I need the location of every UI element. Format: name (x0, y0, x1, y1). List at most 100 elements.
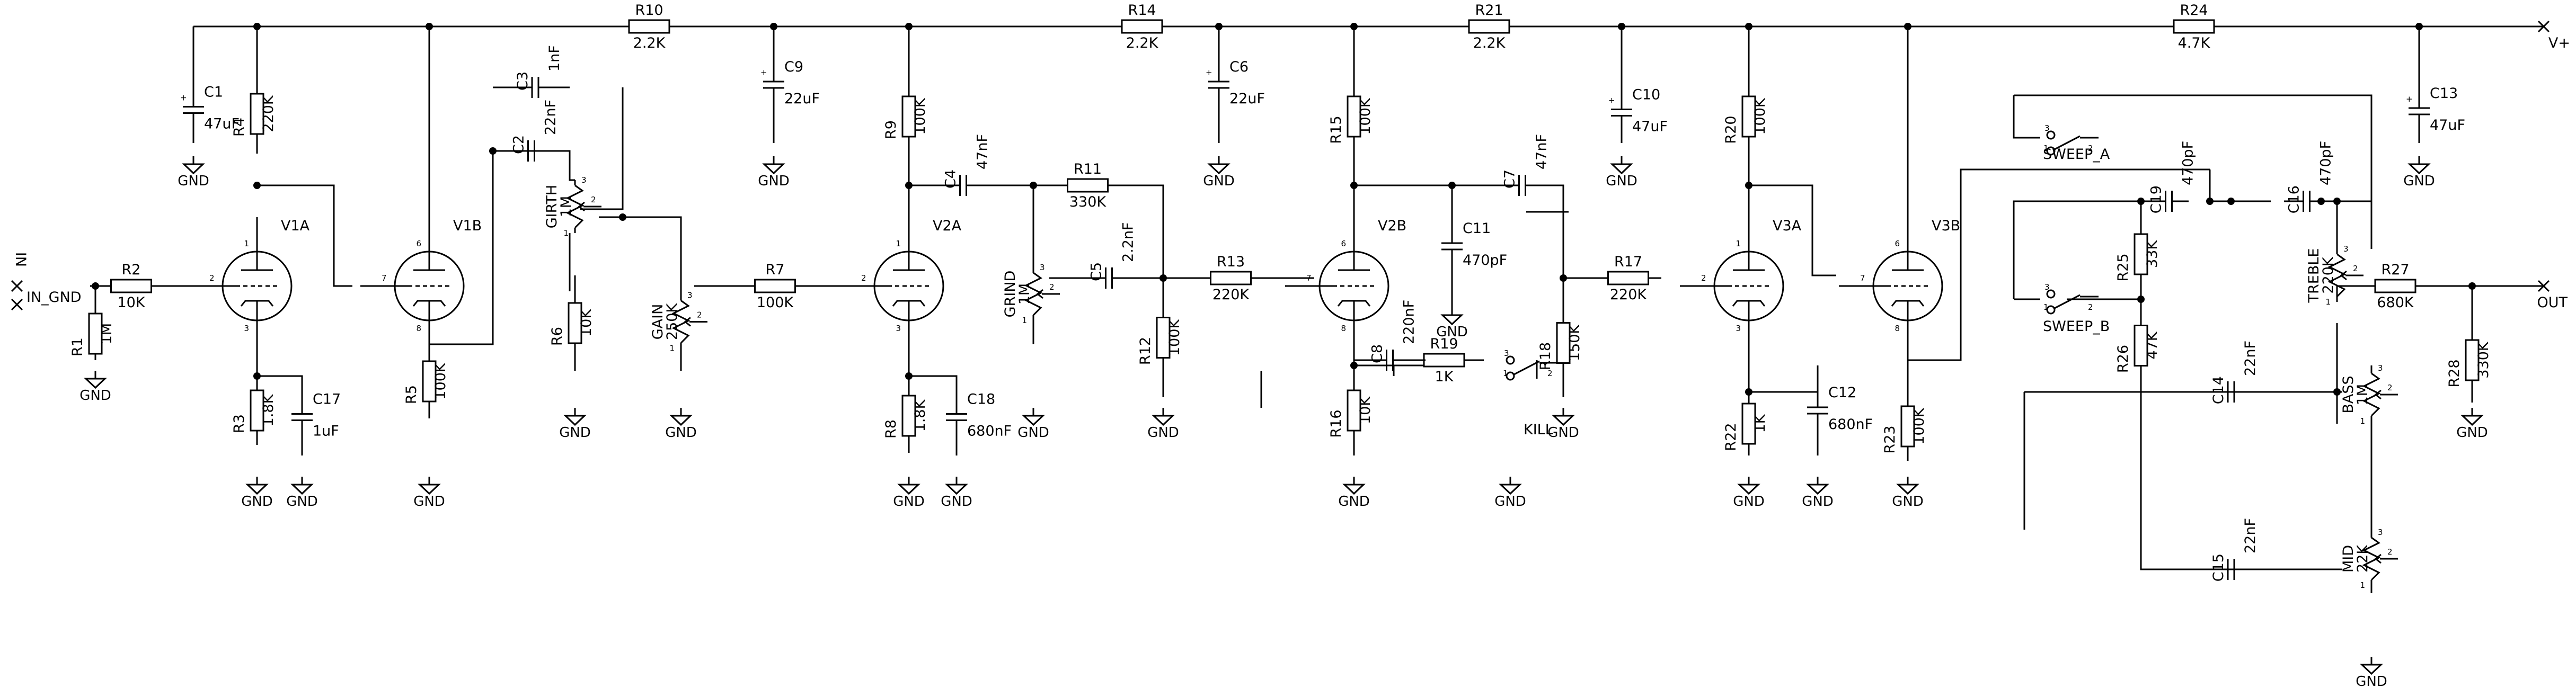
ref-label: R1 (69, 337, 86, 356)
value-label: 1M (2354, 384, 2371, 405)
ground-symbol: GND (1494, 477, 1526, 510)
value-label: 680K (2377, 294, 2414, 311)
ref-label: R12 (1137, 337, 1154, 365)
pin-number: 7 (1860, 273, 1865, 283)
ground-icon (2360, 664, 2383, 675)
wire (257, 184, 352, 287)
polarity-mark: + (180, 93, 187, 103)
wiper-arrow-icon (2340, 270, 2347, 281)
gnd-label: GND (1606, 173, 1637, 189)
ref-label: C8 (1369, 344, 1386, 363)
value-label: 22uF (1229, 91, 1265, 107)
gnd-label: GND (941, 494, 972, 510)
ref-label: R21 (1475, 2, 1503, 19)
pin-number: 8 (1341, 324, 1346, 333)
value-label: 100K (757, 294, 794, 311)
resistor-R7: R7 100K (742, 262, 808, 311)
ground-icon (2460, 415, 2484, 426)
wire (909, 375, 958, 379)
ground-symbol: GND (286, 477, 318, 510)
value-label: 330K (1069, 194, 1107, 210)
gnd-label: GND (559, 425, 591, 441)
ref-label: R10 (635, 2, 663, 19)
pin-number: 1 (563, 228, 569, 238)
ground-icon (945, 484, 968, 495)
ref-label: C9 (784, 59, 803, 75)
wire (525, 150, 575, 181)
wire (1137, 184, 1164, 278)
pin-number: 3 (1504, 349, 1509, 358)
pin-number: 1 (669, 344, 675, 353)
resistor-body (1067, 178, 1109, 193)
input-port: IN (11, 252, 29, 292)
ref-label: C12 (1828, 385, 1856, 401)
gnd-label: GND (1203, 173, 1235, 189)
pin-number: 2 (2088, 144, 2093, 153)
pin-number: 1 (1503, 369, 1508, 378)
ground-icon (1737, 484, 1760, 495)
value-label: 250K (664, 303, 680, 341)
ref-label: GAIN (650, 304, 666, 340)
value-label: 680nF (967, 423, 1012, 440)
ref-label: BASS (2340, 376, 2357, 413)
gnd-label: GND (1802, 494, 1834, 510)
ground-symbol: GND (79, 371, 111, 404)
value-label: 22uF (784, 91, 820, 107)
ref-label: R19 (1430, 336, 1458, 352)
ground-icon (1342, 484, 1366, 495)
ref-label: R7 (766, 262, 785, 278)
resistor-body (1210, 271, 1252, 285)
ground-symbol: GND (1203, 156, 1235, 189)
ref-label: GRIND (1002, 271, 1019, 318)
pin-number: 6 (1341, 239, 1346, 248)
value-label: 220nF (1401, 300, 1418, 344)
value-label: 47nF (1534, 134, 1550, 169)
cross (11, 280, 23, 292)
ground-symbol: GND (893, 477, 925, 510)
gnd-label: GND (2456, 425, 2488, 441)
ref-label: R14 (1128, 2, 1156, 19)
value-label: 22nF (2242, 341, 2259, 376)
ref-label: MID (2340, 545, 2357, 573)
pin-number: 2 (2088, 302, 2093, 312)
ref-label: R20 (1723, 115, 1739, 144)
port-label: IN (12, 252, 29, 267)
resistor-body (1347, 95, 1361, 138)
ref-label: C4 (943, 169, 959, 189)
resistor-body (628, 19, 670, 34)
ref-label: R25 (2115, 253, 2131, 281)
ground-symbol: GND (2403, 156, 2435, 189)
value-label: 330K (2475, 341, 2492, 379)
ground-symbol: GND (1733, 477, 1765, 510)
switch-label: KILL (1524, 422, 1553, 438)
switch-contact (2046, 305, 2056, 315)
pin-number: 1 (2043, 302, 2049, 312)
ref-label: R11 (1074, 161, 1102, 177)
junction-dot (92, 282, 99, 290)
pin-number: 2 (1701, 273, 1706, 283)
ground-icon (1610, 163, 1633, 175)
junction-dot (905, 182, 913, 189)
